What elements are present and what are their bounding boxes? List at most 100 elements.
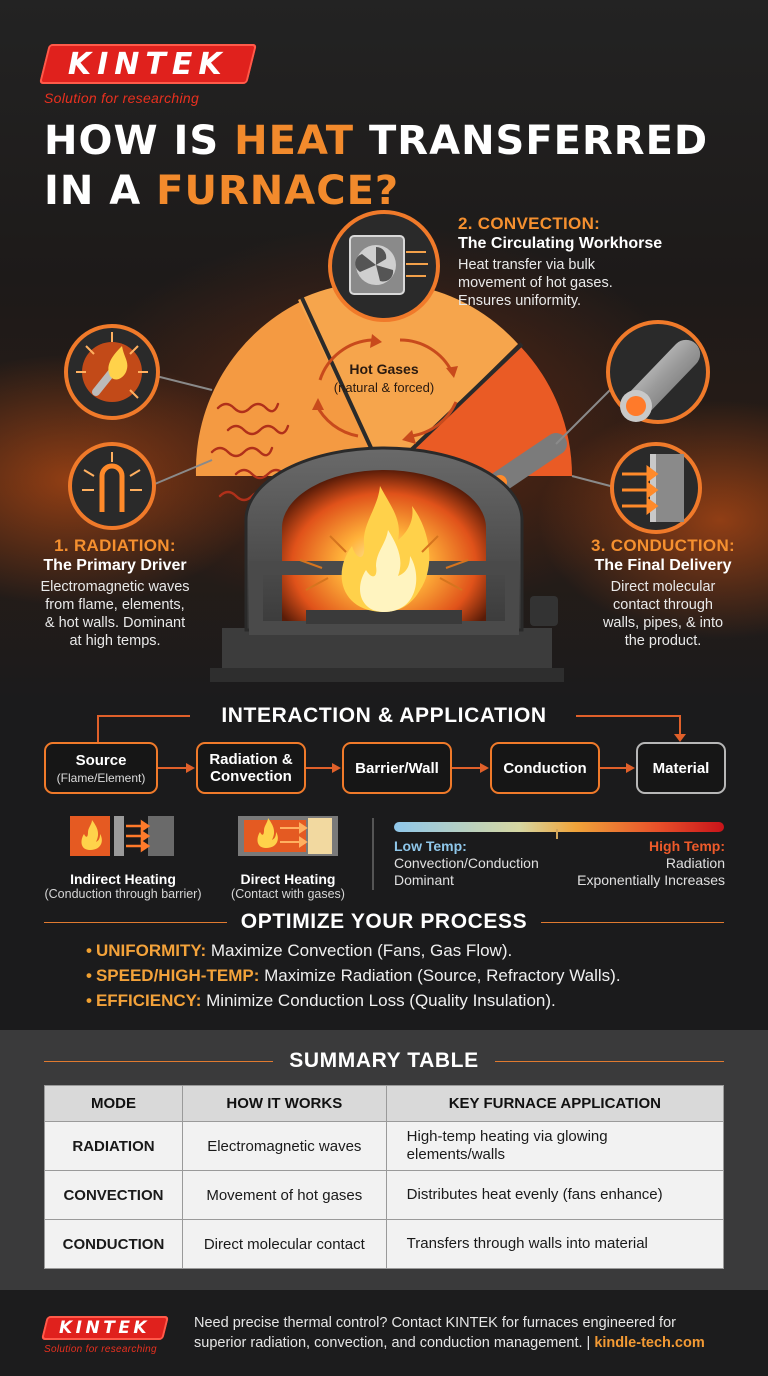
application-line: elements/walls — [406, 1146, 506, 1163]
desc-line: Ensures uniformity. — [458, 293, 582, 309]
optimize-text: Maximize Convection (Fans, Gas Flow). — [206, 941, 513, 960]
heating-element-icon — [68, 442, 213, 530]
conduction-block: 3. CONDUCTION: The Final Delivery Direct… — [578, 536, 748, 650]
flow-step-label: Convection — [210, 768, 292, 785]
desc-line: Heat transfer via bulk — [458, 257, 596, 273]
desc-line: walls, pipes, & into — [602, 615, 724, 631]
flow-step-label: Radiation & — [209, 751, 293, 768]
brand-logo[interactable]: KINTEK Solution for researching — [39, 44, 257, 106]
optimize-list: •UNIFORMITY: Maximize Convection (Fans, … — [86, 938, 746, 1013]
optimize-title: OPTIMIZE YOUR PROCESS — [240, 910, 528, 933]
optimize-item: •SPEED/HIGH-TEMP: Maximize Radiation (So… — [86, 963, 746, 988]
table-row: RADIATION Electromagnetic waves High-tem… — [44, 1121, 725, 1171]
low-temp-line: Dominant — [394, 872, 454, 888]
footer-line-text: superior radiation, convection, and cond… — [194, 1335, 595, 1351]
indirect-heating-sub: (Conduction through barrier) — [44, 887, 202, 901]
furnace-body — [210, 446, 564, 682]
low-temp-label: Low Temp: — [394, 838, 467, 854]
footer: KINTEK Solution for researching Need pre… — [0, 1290, 768, 1376]
direct-heating-label: Direct Heating — [240, 871, 336, 887]
flow-step-barrier-wall: Barrier/Wall — [342, 742, 452, 794]
table-row: CONDUCTION Direct molecular contact Tran… — [44, 1219, 725, 1269]
convection-desc: Heat transfer via bulk movement of hot g… — [458, 256, 748, 310]
flow-step-radiation-convection: Radiation & Convection — [196, 742, 306, 794]
flow-step-label: Barrier/Wall — [355, 759, 439, 777]
indirect-heating: Indirect Heating (Conduction through bar… — [40, 810, 206, 901]
flow-step-label: Source — [75, 751, 127, 769]
wall-conduction-icon — [571, 442, 702, 534]
flow-step-sub: (Flame/Element) — [56, 770, 146, 785]
column-header: KEY FURNACE APPLICATION — [385, 1085, 725, 1122]
footer-text: Need precise thermal control? Contact KI… — [194, 1313, 754, 1353]
header-rule — [44, 921, 227, 923]
radiation-block: 1. RADIATION: The Primary Driver Electro… — [22, 536, 208, 650]
logo-badge: KINTEK — [39, 44, 257, 84]
desc-line: Electromagnetic waves — [40, 579, 190, 595]
optimize-key: UNIFORMITY: — [95, 941, 207, 960]
bullet-icon: • — [86, 941, 92, 960]
logo-tagline: Solution for researching — [44, 1344, 157, 1355]
mode-cell: CONDUCTION — [44, 1219, 183, 1269]
flame-torch-icon — [64, 324, 213, 420]
optimize-header: OPTIMIZE YOUR PROCESS — [44, 908, 725, 936]
column-header: MODE — [44, 1085, 183, 1122]
summary-header: SUMMARY TABLE — [44, 1046, 725, 1076]
high-temp-line: Radiation — [665, 855, 725, 871]
flow-step-label: Material — [652, 759, 710, 777]
page-title: HOW IS HEAT TRANSFERRED IN A FURNACE? — [44, 116, 744, 216]
flow-step-material: Material — [636, 742, 726, 794]
website-link[interactable]: kindle-tech.com — [594, 1335, 705, 1351]
low-temp-note: Low Temp: Convection/Conduction Dominant — [394, 838, 539, 889]
direct-heating-icon — [238, 816, 338, 856]
title-text: IN A — [44, 168, 157, 214]
logo-badge: KINTEK — [41, 1316, 169, 1340]
title-text: TRANSFERRED — [354, 118, 709, 164]
optimize-key: SPEED/HIGH-TEMP: — [95, 966, 260, 985]
hot-gases-label: Hot Gases — [349, 361, 418, 377]
indirect-heating-icon — [70, 816, 174, 856]
mode-cell: RADIATION — [44, 1121, 183, 1171]
low-temp-line: Convection/Conduction — [394, 855, 539, 871]
temperature-tick — [556, 829, 558, 839]
interaction-title: INTERACTION & APPLICATION — [221, 704, 547, 727]
bullet-icon: • — [86, 991, 92, 1010]
title-highlight: FURNACE? — [156, 168, 400, 214]
hot-gases-sub: (natural & forced) — [334, 380, 434, 395]
how-cell: Movement of hot gases — [181, 1170, 387, 1220]
desc-line: contact through — [613, 597, 713, 613]
furnace-illustration: Hot Gases (natural & forced) — [64, 210, 710, 682]
desc-line: & hot walls. Dominant — [44, 615, 186, 631]
how-cell: Electromagnetic waves — [181, 1121, 387, 1171]
conduction-desc: Direct molecular contact through walls, … — [578, 578, 748, 650]
pipe-section-icon — [555, 320, 710, 445]
divider — [372, 818, 374, 890]
optimize-item: •EFFICIENCY: Minimize Conduction Loss (Q… — [86, 988, 746, 1013]
column-header: HOW IT WORKS — [181, 1085, 387, 1122]
optimize-key: EFFICIENCY: — [95, 991, 202, 1010]
how-cell: Direct molecular contact — [181, 1219, 387, 1269]
logo-wordmark: KINTEK — [59, 1318, 151, 1338]
radiation-subtitle: The Primary Driver — [43, 557, 187, 574]
bullet-icon: • — [86, 966, 92, 985]
application-cell: Distributes heat evenly (fans enhance) — [385, 1170, 725, 1220]
convection-block: 2. CONVECTION: The Circulating Workhorse… — [458, 214, 748, 310]
radiation-title: 1. RADIATION: — [54, 536, 176, 555]
title-line-1: HOW IS HEAT TRANSFERRED — [44, 116, 744, 166]
desc-line: Direct molecular — [610, 579, 716, 595]
footer-line: superior radiation, convection, and cond… — [194, 1333, 754, 1353]
radiation-desc: Electromagnetic waves from flame, elemen… — [22, 578, 208, 650]
high-temp-line: Exponentially Increases — [577, 872, 725, 888]
indirect-heating-label: Indirect Heating — [70, 871, 176, 887]
desc-line: at high temps. — [69, 633, 161, 649]
summary-table: MODE HOW IT WORKS KEY FURNACE APPLICATIO… — [44, 1085, 725, 1269]
flow-step-label: Conduction — [503, 759, 587, 777]
desc-line: movement of hot gases. — [458, 275, 613, 291]
direct-heating-sub: (Contact with gases) — [231, 887, 345, 901]
logo-wordmark: KINTEK — [68, 46, 228, 82]
header-rule — [494, 1060, 725, 1062]
optimize-item: •UNIFORMITY: Maximize Convection (Fans, … — [86, 938, 746, 963]
flow-step-source: Source (Flame/Element) — [44, 742, 158, 794]
flow-step-conduction: Conduction — [490, 742, 600, 794]
footer-logo[interactable]: KINTEK Solution for researching — [41, 1316, 184, 1355]
